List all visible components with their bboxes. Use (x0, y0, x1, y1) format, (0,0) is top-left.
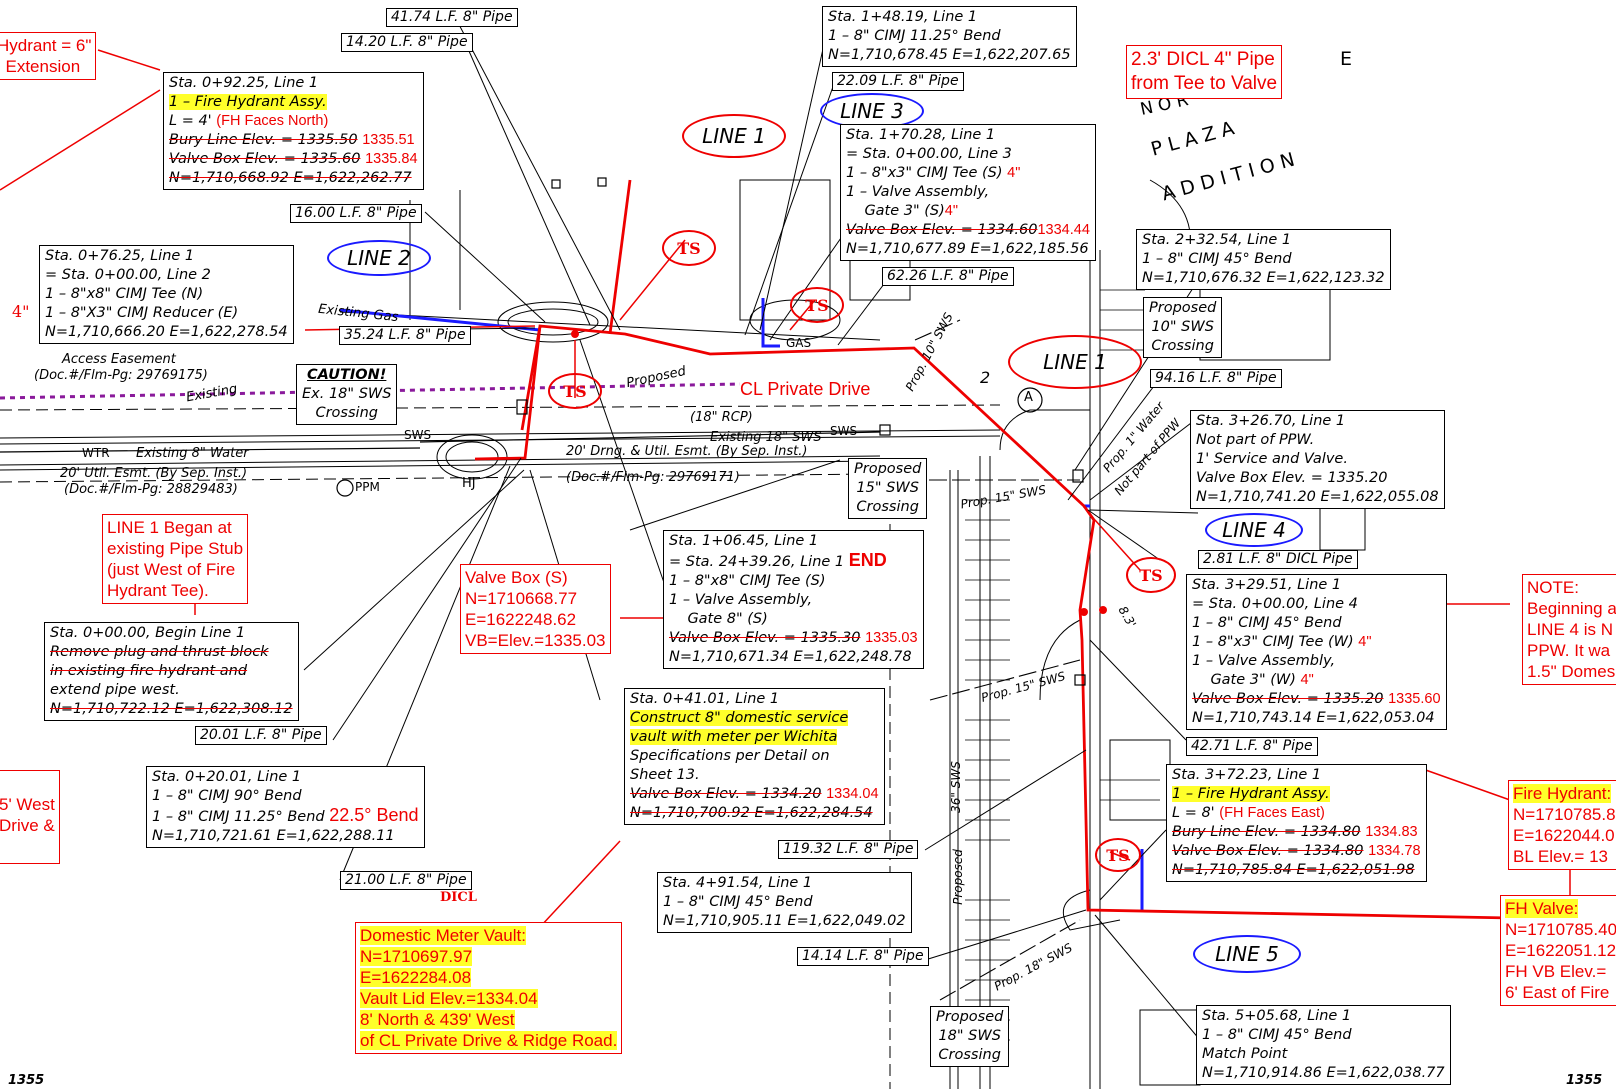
drainage-easement-doc: (Doc.#/Flm-Pg: 29769171) (566, 470, 740, 485)
callout-hydrant-3-72: Sta. 3+72.23, Line 1 1 – Fire Hydrant As… (1166, 764, 1427, 882)
line5-oval: LINE 5 (1193, 935, 1301, 973)
pipe-label-4271: 42.71 L.F. 8" Pipe (1186, 737, 1318, 756)
callout-bend-4-91: Sta. 4+91.54, Line 1 1 – 8" CIMJ 45° Ben… (657, 872, 912, 933)
pipe-label-11932: 119.32 L.F. 8" Pipe (778, 840, 919, 859)
note-line1-began: LINE 1 Began at existing Pipe Stub (just… (102, 514, 249, 604)
note-fire-hydrant-coords: Fire Hydrant: N=1710785.8 E=1622044.0 BL… (1508, 780, 1616, 870)
callout-hydrant-0-92: Sta. 0+92.25, Line 1 1 – Fire Hydrant As… (163, 72, 424, 190)
callout-vault-0-41: Sta. 0+41.01, Line 1 Construct 8" domest… (624, 688, 885, 825)
line-number-2: 2 (980, 368, 991, 387)
ts-marker-1: TS (662, 230, 716, 266)
dicl-label: DICL (440, 890, 477, 905)
note-line4-beginning: NOTE: Beginning a LINE 4 is N PPW. It wa… (1522, 574, 1616, 685)
cl-private-drive-label: CL Private Drive (740, 379, 871, 399)
elev-right-label: 1355 (1566, 1073, 1603, 1088)
callout-bend-0-20: Sta. 0+20.01, Line 1 1 – 8" CIMJ 90° Ben… (146, 766, 425, 848)
note-domestic-meter-vault: Domestic Meter Vault: N=1710697.97 E=162… (355, 922, 623, 1054)
note-hydrant-extension: Hydrant = 6" l Extension (0, 32, 97, 80)
note-valve-box-s: Valve Box (S) N=1710668.77 E=1622248.62 … (460, 564, 611, 654)
gas-label: GAS (786, 336, 812, 350)
pipe-label-6226: 62.26 L.F. 8" Pipe (882, 267, 1014, 286)
wtr-label: WTR (82, 446, 110, 460)
proposed-15in-sws-crossing: Proposed 15" SWS Crossing (848, 458, 928, 519)
plaza-label-e: E (1340, 48, 1353, 70)
drainage-easement-label: 20' Drng. & Util. Esmt. (By Sep. Inst.) (566, 444, 808, 459)
callout-tee-3-29: Sta. 3+29.51, Line 1 = Sta. 0+00.00, Lin… (1186, 574, 1447, 730)
callout-bend-2-32: Sta. 2+32.54, Line 1 1 – 8" CIMJ 45° Ben… (1136, 229, 1391, 290)
callout-service-3-26: Sta. 3+26.70, Line 1 Not part of PPW. 1'… (1190, 410, 1445, 509)
existing-sws-label: Existing 18" SWS (710, 430, 822, 445)
existing-water-label: Existing 8" Water (136, 446, 249, 461)
road-edge-north (0, 429, 1001, 439)
road-edge-south (0, 455, 881, 466)
pipe-label-2100: 21.00 L.F. 8" Pipe (340, 871, 472, 890)
util-easement-label: 20' Util. Esmt. (By Sep. Inst.) (60, 466, 248, 481)
pipe-label-2209: 22.09 L.F. 8" Pipe (832, 72, 964, 91)
line3-pipe (761, 298, 780, 348)
note-left-partial: 5' West Drive & (0, 770, 60, 864)
note-dicl-4in-pipe: 2.3' DICL 4" Pipe from Tee to Valve (1126, 45, 1283, 99)
ts-marker-2: TS (790, 287, 844, 323)
ts-marker-5: TS (1095, 838, 1141, 872)
ts-marker-3: TS (548, 373, 602, 409)
elev-left-label: 1355 (8, 1073, 45, 1088)
callout-begin-0-00: Sta. 0+00.00, Begin Line 1 Remove plug a… (44, 622, 299, 721)
note-fh-valve-coords: FH Valve: N=1710785.40 E=1622051.12 FH V… (1500, 895, 1616, 1006)
line4-oval: LINE 4 (1205, 513, 1303, 547)
circle-a-label: A (1024, 390, 1033, 405)
callout-tee-1-70: Sta. 1+70.28, Line 1 = Sta. 0+00.00, Lin… (840, 124, 1096, 261)
ppm-label: PPM (355, 480, 380, 494)
callout-reducer-0-76: Sta. 0+76.25, Line 1 = Sta. 0+00.00, Lin… (39, 245, 294, 344)
access-easement-doc: (Doc.#/Flm-Pg: 29769175) (34, 368, 208, 383)
proposed-10in-sws-crossing: Proposed 10" SWS Crossing (1143, 297, 1223, 358)
access-easement-label: Access Easement (62, 352, 176, 367)
callout-bend-5-05: Sta. 5+05.68, Line 1 1 – 8" CIMJ 45° Ben… (1196, 1005, 1451, 1085)
callout-tee-1-06: Sta. 1+06.45, Line 1 = Sta. 24+39.26, Li… (663, 530, 924, 669)
proposed-vertical-label: Proposed (950, 849, 965, 905)
pipe-label-1414: 14.14 L.F. 8" Pipe (797, 947, 929, 966)
proposed-18in-sws-crossing: Proposed 18" SWS Crossing (930, 1006, 1010, 1067)
util-easement-doc: (Doc.#/Flm-Pg: 28829483) (64, 482, 238, 497)
ts-marker-4: TS (1126, 557, 1176, 593)
pipe-label-1600: 16.00 L.F. 8" Pipe (290, 204, 422, 223)
pipe-label-281: 2.81 L.F. 8" DICL Pipe (1198, 550, 1358, 569)
line2-oval: LINE 2 (327, 240, 431, 276)
sws-label-2: SWS (830, 424, 858, 438)
rcp-label: (18" RCP) (690, 410, 753, 425)
sws-label: SWS (404, 428, 432, 442)
caution-sws-crossing: CAUTION! Ex. 18" SWS Crossing (296, 364, 398, 425)
line1-right-oval: LINE 1 (1008, 335, 1142, 389)
callout-bend-1-48: Sta. 1+48.19, Line 1 1 – 8" CIMJ 11.25° … (822, 6, 1077, 67)
pipe-label-2001: 20.01 L.F. 8" Pipe (195, 726, 327, 745)
line1-top-oval: LINE 1 (682, 114, 786, 158)
sws36-label: 36" SWS (948, 761, 963, 813)
hydrant-symbol-label: HJ (462, 476, 476, 491)
pipe-label-4174: 41.74 L.F. 8" Pipe (386, 8, 518, 27)
pipe-label-1420: 14.20 L.F. 8" Pipe (341, 33, 473, 52)
pipe-label-3524: 35.24 L.F. 8" Pipe (339, 326, 471, 345)
reducer-4in-note: 4" (12, 302, 30, 321)
pipe-label-9416: 94.16 L.F. 8" Pipe (1150, 369, 1282, 388)
